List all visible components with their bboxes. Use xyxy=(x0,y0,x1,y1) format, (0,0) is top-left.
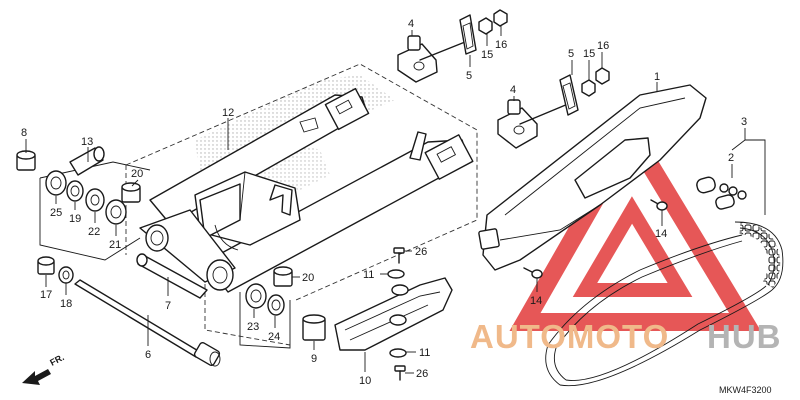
watermark-text-part1: AUTOMOTO xyxy=(470,318,669,355)
callout-7: 7 xyxy=(165,300,171,312)
callout-21: 21 xyxy=(109,239,121,251)
callout-3: 3 xyxy=(741,116,747,128)
callout-5-upper: 5 xyxy=(466,70,472,82)
bearing-25 xyxy=(45,170,67,196)
front-direction-arrow: FR. xyxy=(22,352,66,385)
callout-26-upper: 26 xyxy=(415,246,427,258)
callout-14-upper: 14 xyxy=(655,228,667,240)
callout-26-lower: 26 xyxy=(416,368,428,380)
callout-20-lower: 20 xyxy=(302,272,314,284)
bearing-23 xyxy=(245,283,267,309)
callout-15-upper: 15 xyxy=(481,49,493,61)
assembly-outline-left-parts xyxy=(39,161,291,349)
seal-19 xyxy=(66,180,84,202)
callout-10: 10 xyxy=(359,375,371,387)
bolt-14-lower xyxy=(523,267,543,279)
nut-16-upper xyxy=(493,9,508,27)
collar-13 xyxy=(69,146,105,176)
clip-11-upper xyxy=(387,269,405,279)
chain-case xyxy=(478,84,707,271)
watermark-text-part2: HUB xyxy=(707,318,782,355)
collar-20-upper xyxy=(121,182,141,203)
pivot-shaft xyxy=(74,279,221,367)
callout-1: 1 xyxy=(654,71,660,83)
bolt-26-upper xyxy=(393,247,405,264)
callout-14-lower: 14 xyxy=(530,295,542,307)
adjuster-plate-5-upper xyxy=(459,14,477,55)
bearing-21 xyxy=(105,199,127,225)
callout-labels: 8 13 20 25 19 22 21 17 18 7 6 12 20 23 2… xyxy=(21,18,747,387)
seal-24 xyxy=(267,294,285,316)
drive-chain xyxy=(545,221,784,387)
callout-13: 13 xyxy=(81,136,93,148)
bolt-26-lower xyxy=(394,365,406,381)
bearing-22 xyxy=(85,188,105,212)
bushing-8 xyxy=(16,150,36,171)
adjuster-plate-4-upper xyxy=(397,35,471,83)
adjuster-plate-5-lower xyxy=(559,74,579,116)
nut-17 xyxy=(37,256,55,275)
callout-15-lower: 15 xyxy=(583,48,595,60)
callout-18: 18 xyxy=(60,298,72,310)
callout-11-upper: 11 xyxy=(363,269,374,281)
callout-12: 12 xyxy=(222,107,234,119)
chain-slider xyxy=(334,277,453,351)
callout-6: 6 xyxy=(145,349,151,361)
callout-19: 19 xyxy=(69,213,81,225)
collar xyxy=(136,253,208,299)
adjuster-plate-4-lower xyxy=(497,99,569,149)
callout-8: 8 xyxy=(21,127,27,139)
callout-4-lower: 4 xyxy=(510,84,516,96)
callout-4-upper: 4 xyxy=(408,18,414,30)
callout-17: 17 xyxy=(40,289,52,301)
washer-18 xyxy=(58,266,74,284)
collar-20-lower xyxy=(273,266,293,287)
callout-24: 24 xyxy=(268,331,280,343)
leader-lines xyxy=(25,26,766,374)
callout-23: 23 xyxy=(247,321,259,333)
nut-16-lower xyxy=(595,67,610,85)
front-arrow-label: FR. xyxy=(48,352,65,368)
nut-15-lower xyxy=(581,79,596,97)
callout-22: 22 xyxy=(88,226,100,238)
collar-9 xyxy=(302,314,326,341)
master-link xyxy=(696,176,747,210)
callout-11-lower: 11 xyxy=(419,347,430,359)
swingarm xyxy=(139,87,474,293)
clip-11-lower xyxy=(389,348,407,358)
callout-16-lower: 16 xyxy=(597,40,609,52)
callout-20-upper: 20 xyxy=(131,168,143,180)
callout-2: 2 xyxy=(728,152,734,164)
watermark-logo xyxy=(509,117,761,331)
callout-16-upper: 16 xyxy=(495,39,507,51)
diagram-code: MKW4F3200 xyxy=(719,385,772,395)
watermark-text: AUTOMOTO HUB xyxy=(470,318,782,355)
callout-5-lower: 5 xyxy=(568,48,574,60)
callout-9: 9 xyxy=(311,353,317,365)
nut-15-upper xyxy=(478,17,493,35)
callout-25: 25 xyxy=(50,207,62,219)
